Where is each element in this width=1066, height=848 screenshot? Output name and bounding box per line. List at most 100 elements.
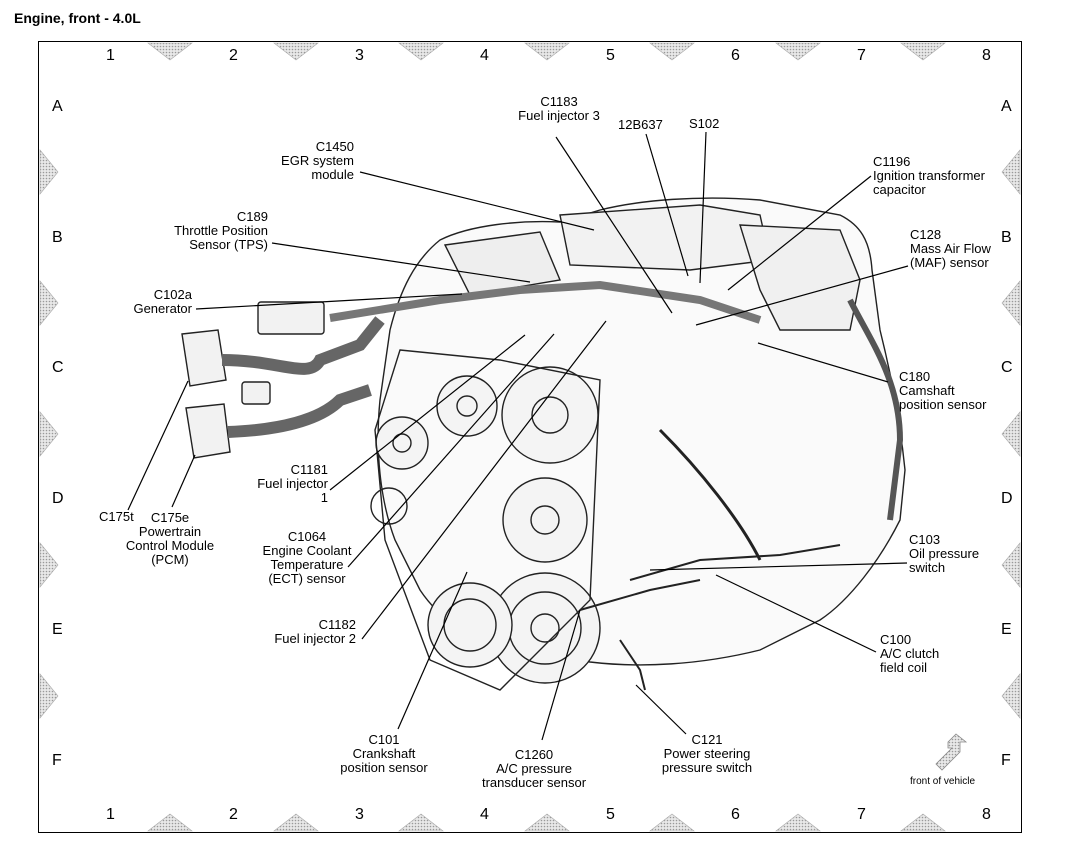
grid-col-bottom-6: 6 bbox=[731, 806, 740, 823]
label-c1183-id: C1183 bbox=[540, 94, 578, 109]
grid-row-right-C: C bbox=[1001, 359, 1013, 376]
grid-row-right-B: B bbox=[1001, 229, 1012, 246]
label-c100-id: C100 bbox=[880, 632, 912, 647]
grid-col-bottom-1: 1 bbox=[106, 806, 115, 823]
label-c1260: C1260 A/C pressure transducer sensor bbox=[470, 748, 598, 790]
grid-row-left-C: C bbox=[52, 359, 64, 376]
label-c128: C128 Mass Air Flow (MAF) sensor bbox=[910, 228, 991, 270]
label-c1450: C1450 EGR system module bbox=[250, 140, 354, 182]
label-c1450-desc-2: module bbox=[311, 167, 354, 182]
label-c128-desc-2: (MAF) sensor bbox=[910, 255, 989, 270]
front-of-vehicle-arrow-icon bbox=[935, 733, 968, 771]
label-c100-desc-1: A/C clutch bbox=[880, 646, 940, 661]
label-c175t-id: C175t bbox=[99, 509, 134, 524]
label-c175e-desc-1: Powertrain bbox=[138, 524, 202, 539]
label-c121-desc-2: pressure switch bbox=[661, 760, 753, 775]
label-c1064-desc-3: (ECT) sensor bbox=[268, 571, 346, 586]
label-c189-desc-2: Sensor (TPS) bbox=[189, 237, 268, 252]
label-c1064-id: C1064 bbox=[287, 529, 327, 544]
label-c103-desc-2: switch bbox=[909, 560, 946, 575]
label-c128-id: C128 bbox=[910, 227, 942, 242]
label-c189: C189 Throttle Position Sensor (TPS) bbox=[150, 210, 268, 252]
label-c1064-desc-1: Engine Coolant bbox=[262, 543, 352, 558]
label-c100: C100 A/C clutch field coil bbox=[880, 633, 939, 675]
label-c189-id: C189 bbox=[236, 209, 268, 224]
label-c1181-desc-2: 1 bbox=[320, 490, 328, 505]
grid-col-top-6: 6 bbox=[731, 47, 740, 64]
label-c103-desc-1: Oil pressure bbox=[909, 546, 980, 561]
label-12b637-id: 12B637 bbox=[618, 117, 663, 132]
label-c121: C121 Power steering pressure switch bbox=[648, 733, 766, 775]
grid-row-right-E: E bbox=[1001, 621, 1012, 638]
label-c1196-desc-1: Ignition transformer bbox=[873, 168, 985, 183]
label-c180: C180 Camshaft position sensor bbox=[899, 370, 986, 412]
label-c180-desc-1: Camshaft bbox=[899, 383, 955, 398]
grid-col-bottom-4: 4 bbox=[480, 806, 489, 823]
grid-col-top-5: 5 bbox=[606, 47, 615, 64]
label-c103-id: C103 bbox=[909, 532, 941, 547]
label-c101: C101 Crankshaft position sensor bbox=[326, 733, 442, 775]
grid-row-right-F: F bbox=[1001, 752, 1011, 769]
grid-markers bbox=[39, 42, 1021, 832]
label-c121-desc-1: Power steering bbox=[663, 746, 751, 761]
label-c1183: C1183 Fuel injector 3 bbox=[504, 95, 614, 123]
label-c1196-id: C1196 bbox=[873, 154, 911, 169]
label-c102a-id: C102a bbox=[153, 287, 192, 302]
label-c1196: C1196 Ignition transformer capacitor bbox=[873, 155, 985, 197]
grid-col-bottom-5: 5 bbox=[606, 806, 615, 823]
label-c1064: C1064 Engine Coolant Temperature (ECT) s… bbox=[244, 530, 370, 586]
label-c101-desc-1: Crankshaft bbox=[352, 746, 416, 761]
label-c175t: C175t bbox=[99, 510, 134, 524]
grid-col-bottom-8: 8 bbox=[982, 806, 991, 823]
grid-col-top-4: 4 bbox=[480, 47, 489, 64]
label-c1260-desc-1: A/C pressure bbox=[496, 761, 572, 776]
label-c1181-desc-1: Fuel injector bbox=[257, 476, 328, 491]
label-c175e: C175e Powertrain Control Module (PCM) bbox=[108, 511, 232, 567]
pcm-harness bbox=[181, 280, 762, 459]
label-c175e-desc-3: (PCM) bbox=[151, 552, 189, 567]
engine-block bbox=[370, 197, 906, 691]
grid-col-top-2: 2 bbox=[229, 47, 238, 64]
grid-col-bottom-2: 2 bbox=[229, 806, 238, 823]
grid-col-top-8: 8 bbox=[982, 47, 991, 64]
label-c1182: C1182 Fuel injector 2 bbox=[244, 618, 356, 646]
label-s102-id: S102 bbox=[689, 116, 720, 131]
label-c180-desc-2: position sensor bbox=[899, 397, 987, 412]
label-c121-id: C121 bbox=[691, 732, 723, 747]
grid-row-right-D: D bbox=[1001, 490, 1013, 507]
label-c1450-id: C1450 bbox=[315, 139, 354, 154]
label-c180-id: C180 bbox=[899, 369, 931, 384]
label-c1181-id: C1181 bbox=[290, 462, 328, 477]
grid-col-bottom-3: 3 bbox=[355, 806, 364, 823]
label-c1064-desc-2: Temperature bbox=[270, 557, 344, 572]
label-c1181: C1181 Fuel injector 1 bbox=[234, 463, 328, 505]
label-12b637: 12B637 bbox=[618, 118, 663, 132]
label-s102: S102 bbox=[689, 117, 719, 131]
label-c1260-id: C1260 bbox=[514, 747, 554, 762]
page-title: Engine, front - 4.0L bbox=[14, 10, 141, 26]
label-c175e-desc-2: Control Module bbox=[125, 538, 215, 553]
label-c1183-desc: Fuel injector 3 bbox=[518, 108, 600, 123]
grid-col-top-7: 7 bbox=[857, 47, 866, 64]
grid-col-top-3: 3 bbox=[355, 47, 364, 64]
label-c189-desc-1: Throttle Position bbox=[174, 223, 268, 238]
label-c1196-desc-2: capacitor bbox=[873, 182, 926, 197]
label-c1260-desc-2: transducer sensor bbox=[481, 775, 587, 790]
leader-lines bbox=[127, 131, 909, 741]
grid-col-bottom-7: 7 bbox=[857, 806, 866, 823]
grid-row-right-A: A bbox=[1001, 98, 1012, 115]
front-of-vehicle-label: front of vehicle bbox=[910, 776, 976, 787]
label-c1182-id: C1182 bbox=[318, 617, 356, 632]
label-c101-id: C101 bbox=[368, 732, 400, 747]
grid-row-left-A: A bbox=[52, 98, 63, 115]
label-c175e-id: C175e bbox=[150, 510, 190, 525]
label-c1450-desc-1: EGR system bbox=[281, 153, 354, 168]
label-c1182-desc: Fuel injector 2 bbox=[274, 631, 356, 646]
diagram-frame bbox=[38, 41, 1022, 833]
label-c101-desc-2: position sensor bbox=[340, 760, 428, 775]
label-c102a-desc: Generator bbox=[133, 301, 192, 316]
grid-row-left-D: D bbox=[52, 490, 64, 507]
grid-row-left-E: E bbox=[52, 621, 63, 638]
grid-row-left-B: B bbox=[52, 229, 63, 246]
